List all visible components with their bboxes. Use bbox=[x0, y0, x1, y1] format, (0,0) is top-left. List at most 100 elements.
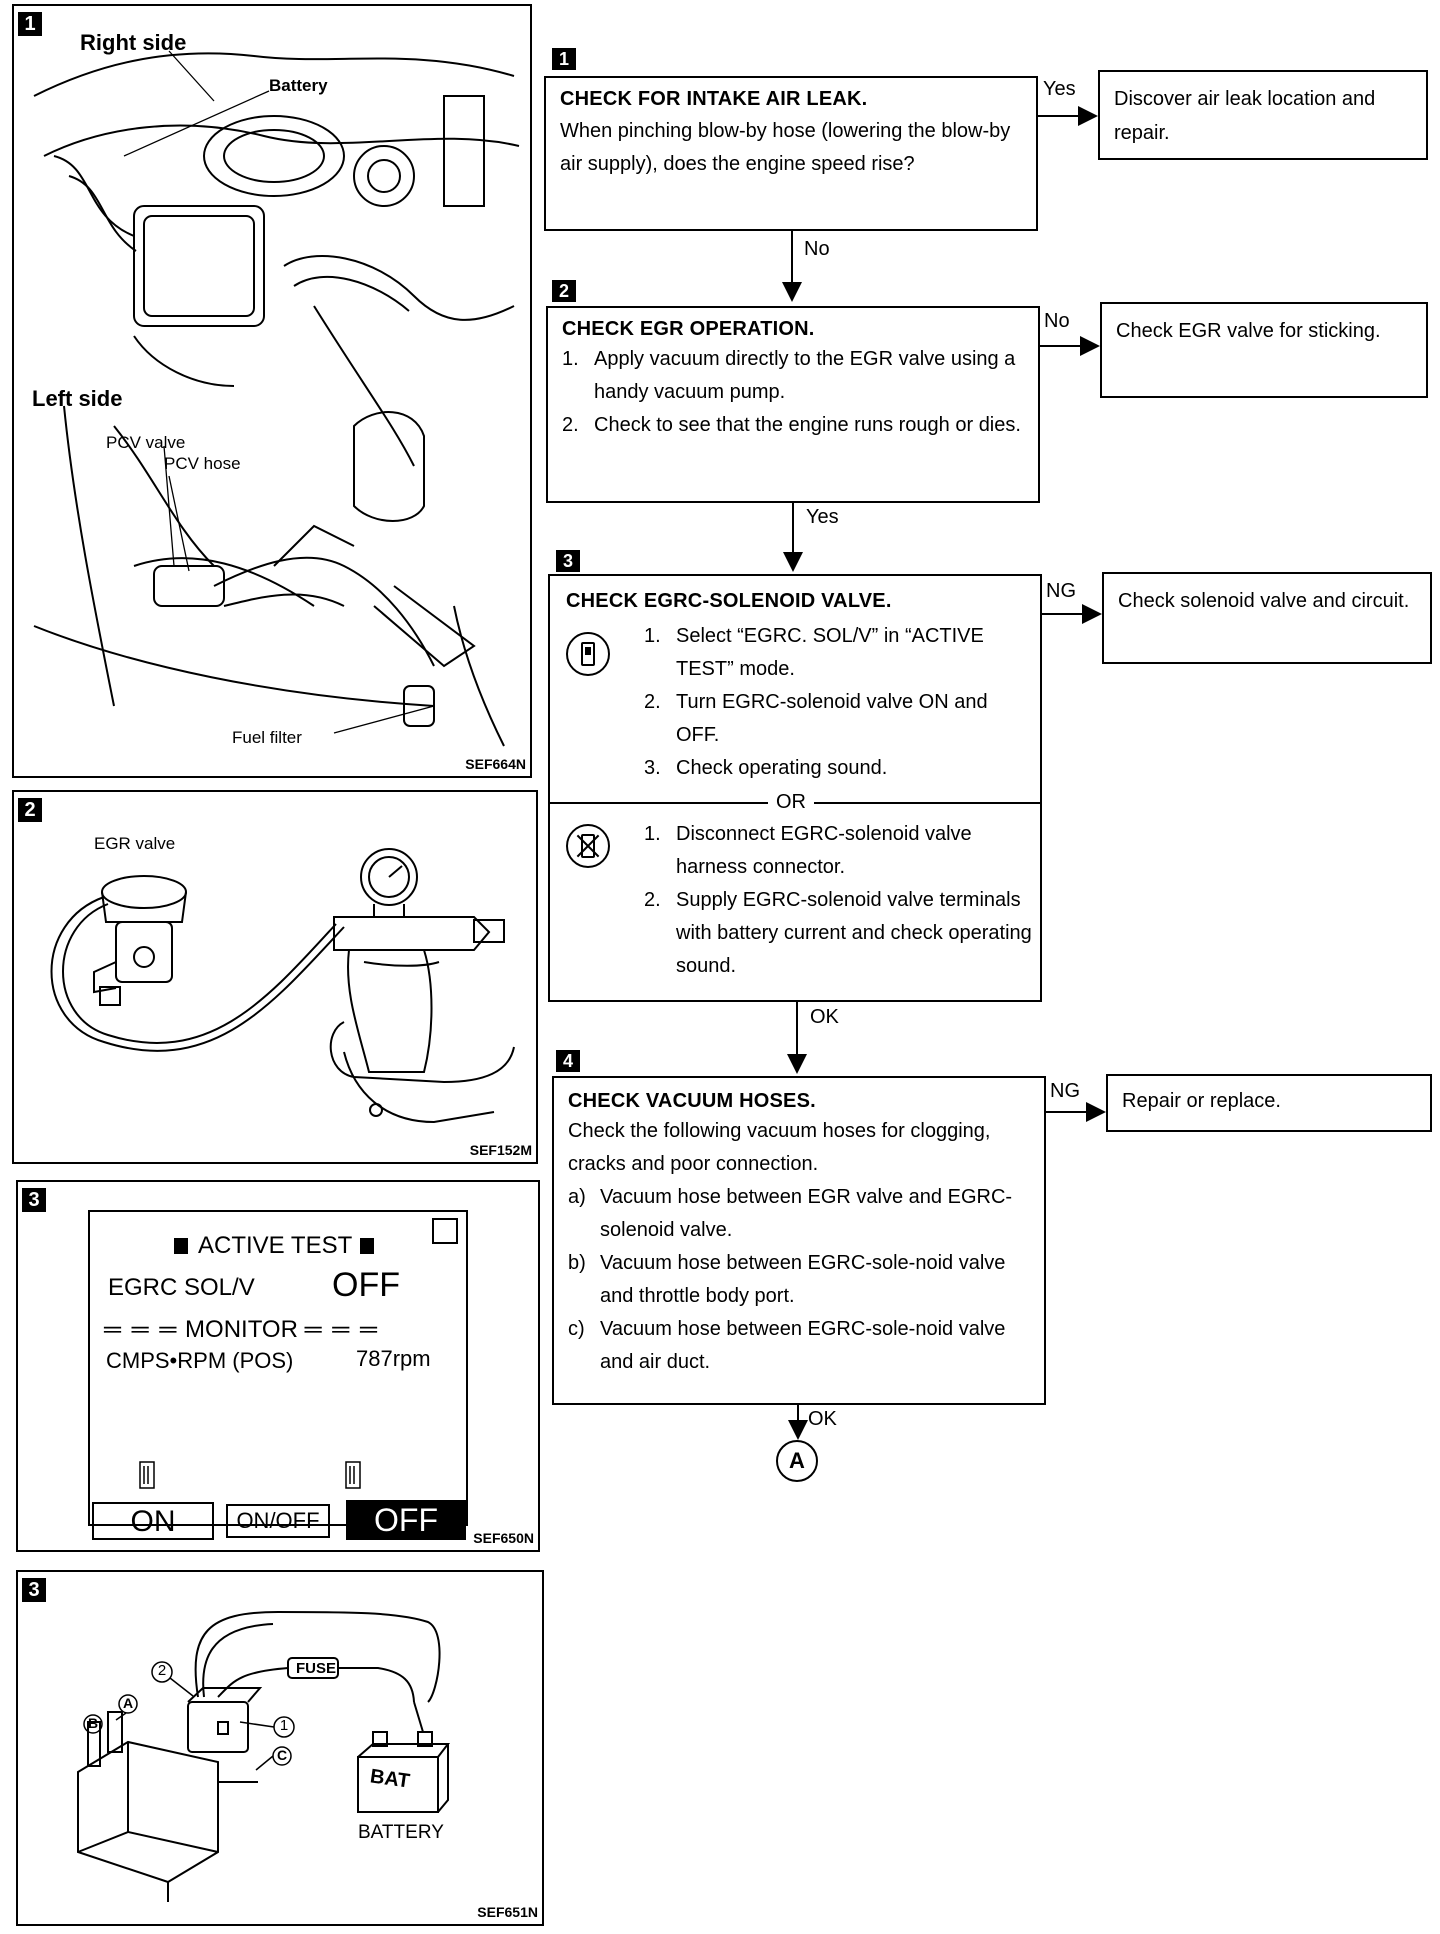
figure-active-test-screen: 3 ACTIVE TEST EGRC SOL/V OFF ═ ═ ═ MONIT… bbox=[16, 1180, 540, 1552]
step-2-result: Check EGR valve for sticking. bbox=[1100, 302, 1428, 398]
step-3-title: CHECK EGRC-SOLENOID VALVE. bbox=[566, 590, 892, 612]
off-button[interactable]: OFF bbox=[346, 1500, 466, 1540]
label-fuel-filter: Fuel filter bbox=[232, 728, 302, 747]
step-1-badge: 1 bbox=[552, 48, 576, 70]
step-2-yes-label: Yes bbox=[806, 506, 839, 528]
step-4-title: CHECK VACUUM HOSES. bbox=[568, 1090, 816, 1112]
or-label: OR bbox=[768, 788, 814, 816]
step-1-no-label: No bbox=[804, 238, 830, 260]
fuse-label: FUSE bbox=[295, 1660, 336, 1677]
solenoid-battery-illustration bbox=[77, 1610, 451, 1902]
step-2-item-text: Check to see that the engine runs rough … bbox=[594, 414, 1021, 436]
step-3-box: CHECK EGRC-SOLENOID VALVE. 1.Select “EGR… bbox=[548, 574, 1042, 1002]
port-a-label: A bbox=[122, 1695, 134, 1711]
step-4-item: a) Vacuum hose between EGR valve and EGRC… bbox=[568, 1181, 1030, 1247]
step-4-ok-label: OK bbox=[808, 1408, 837, 1430]
step-3-item-text: Select “EGRC. SOL/V” in “ACTIVE TEST” mo… bbox=[676, 625, 984, 680]
figure-badge: 3 bbox=[22, 1188, 46, 1212]
figure-badge: 2 bbox=[18, 798, 42, 822]
step-3-item-text: Disconnect EGRC-solenoid valve harness c… bbox=[676, 823, 972, 878]
step-3-item: 1.Select “EGRC. SOL/V” in “ACTIVE TEST” … bbox=[644, 625, 984, 680]
step-4-ng-label: NG bbox=[1050, 1080, 1080, 1102]
touch-fingers-icon bbox=[139, 1461, 361, 1489]
figure-engine-bay: 1 bbox=[12, 4, 532, 778]
figure-badge: 1 bbox=[18, 12, 42, 36]
figure-egr-vacuum-pump: 2 EGR valve SEF152M bbox=[12, 790, 538, 1164]
step-4-item-mark: c) bbox=[568, 1318, 585, 1340]
no-consult-mode-icon bbox=[566, 824, 610, 868]
square-marker bbox=[174, 1238, 188, 1254]
step-3-item: 2.Supply EGRC-solenoid valve terminals w… bbox=[644, 889, 1032, 977]
step-2-box: CHECK EGR OPERATION. 1.Apply vacuum dire… bbox=[546, 306, 1040, 503]
step-4-result: Repair or replace. bbox=[1106, 1074, 1432, 1132]
figure-badge: 3 bbox=[22, 1578, 46, 1602]
step-2-item: 1.Apply vacuum directly to the EGR valve… bbox=[562, 348, 1016, 403]
test-item-value: OFF bbox=[332, 1266, 400, 1304]
on-button[interactable]: ON bbox=[92, 1502, 214, 1540]
battery-label: BATTERY bbox=[358, 1822, 444, 1843]
figure-code: SEF664N bbox=[465, 756, 526, 772]
monitor-param-label: CMPS•RPM (POS) bbox=[106, 1348, 294, 1373]
step-1-title: CHECK FOR INTAKE AIR LEAK. bbox=[560, 88, 868, 110]
step-3-list-b: 1.Disconnect EGRC-solenoid valve harness… bbox=[644, 818, 1036, 983]
step-4-intro: Check the following vacuum hoses for clo… bbox=[568, 1120, 991, 1175]
step-4-item-text: Vacuum hose between EGRC-sole-noid valve… bbox=[600, 1318, 1006, 1373]
screen-header: ACTIVE TEST bbox=[174, 1232, 375, 1260]
step-4-item: b) Vacuum hose between EGRC-sole-noid val… bbox=[568, 1247, 1030, 1313]
figure-code: SEF152M bbox=[469, 1142, 532, 1158]
connector-a[interactable]: A bbox=[776, 1440, 818, 1482]
step-4-item-mark: b) bbox=[568, 1252, 586, 1274]
step-3-item-text: Check operating sound. bbox=[676, 757, 888, 779]
on-off-button[interactable]: ON/OFF bbox=[226, 1504, 330, 1538]
step-3-ok-label: OK bbox=[810, 1006, 839, 1028]
step-1-body: When pinching blow-by hose (lowering the… bbox=[560, 120, 1011, 175]
step-3-ng-label: NG bbox=[1046, 580, 1076, 602]
step-3-list-a: 1.Select “EGRC. SOL/V” in “ACTIVE TEST” … bbox=[644, 620, 1034, 785]
step-4-item: c) Vacuum hose between EGRC-sole-noid val… bbox=[568, 1313, 1030, 1379]
step-3-item: 1.Disconnect EGRC-solenoid valve harness… bbox=[644, 823, 972, 878]
label-egr-valve: EGR valve bbox=[94, 834, 176, 853]
label-pcv-hose: PCV hose bbox=[164, 454, 241, 473]
terminal-2-label: 2 bbox=[157, 1662, 167, 1679]
monitor-param-value: 787rpm bbox=[356, 1346, 431, 1371]
port-c-label: C bbox=[276, 1747, 288, 1763]
step-3-item-text: Turn EGRC-solenoid valve ON and OFF. bbox=[676, 691, 988, 746]
test-item-label: EGRC SOL/V bbox=[108, 1274, 255, 1301]
step-2-item-text: Apply vacuum directly to the EGR valve u… bbox=[594, 348, 1016, 403]
step-1-yes-label: Yes bbox=[1043, 78, 1076, 100]
step-4-item-text: Vacuum hose between EGRC-sole-noid valve… bbox=[600, 1252, 1006, 1307]
port-b-label: B bbox=[87, 1715, 99, 1731]
step-2-item: 2.Check to see that the engine runs roug… bbox=[562, 414, 1021, 436]
figure-code: SEF650N bbox=[473, 1530, 534, 1546]
step-3-result: Check solenoid valve and circuit. bbox=[1102, 572, 1432, 664]
step-4-badge: 4 bbox=[556, 1050, 580, 1072]
step-2-no-label: No bbox=[1044, 310, 1070, 332]
egr-pump-illustration bbox=[50, 848, 515, 1124]
consult-mode-icon bbox=[566, 632, 610, 676]
monitor-label: MONITOR bbox=[185, 1316, 298, 1343]
step-4-item-text: Vacuum hose between EGR valve and EGRC-s… bbox=[600, 1186, 1013, 1241]
consult-screen: ACTIVE TEST EGRC SOL/V OFF ═ ═ ═ MONITOR… bbox=[88, 1210, 468, 1526]
figure-solenoid-battery: 3 bbox=[16, 1570, 544, 1926]
label-pcv-valve: PCV valve bbox=[106, 433, 186, 452]
step-3-item: 2.Turn EGRC-solenoid valve ON and OFF. bbox=[644, 691, 988, 746]
screen-corner-box bbox=[432, 1218, 458, 1244]
step-3-item: 3.Check operating sound. bbox=[644, 757, 888, 779]
step-1-box: CHECK FOR INTAKE AIR LEAK. When pinching… bbox=[544, 76, 1038, 231]
label-left-side: Left side bbox=[32, 386, 123, 411]
step-3-item-text: Supply EGRC-solenoid valve terminals wit… bbox=[676, 889, 1032, 977]
label-battery: Battery bbox=[269, 76, 328, 95]
step-4-item-mark: a) bbox=[568, 1186, 586, 1208]
figure-code: SEF651N bbox=[477, 1904, 538, 1920]
engine-bay-illustration bbox=[33, 50, 520, 747]
step-3-badge: 3 bbox=[556, 550, 580, 572]
step-4-box: CHECK VACUUM HOSES. Check the following … bbox=[552, 1076, 1046, 1405]
label-right-side: Right side bbox=[80, 30, 187, 55]
screen-header-text: ACTIVE TEST bbox=[198, 1232, 353, 1259]
terminal-1-label: 1 bbox=[279, 1717, 289, 1734]
step-2-title: CHECK EGR OPERATION. bbox=[562, 318, 815, 340]
step-2-badge: 2 bbox=[552, 280, 576, 302]
square-marker bbox=[360, 1238, 375, 1254]
monitor-divider: ═ ═ ═ MONITOR ═ ═ ═ bbox=[104, 1316, 379, 1343]
